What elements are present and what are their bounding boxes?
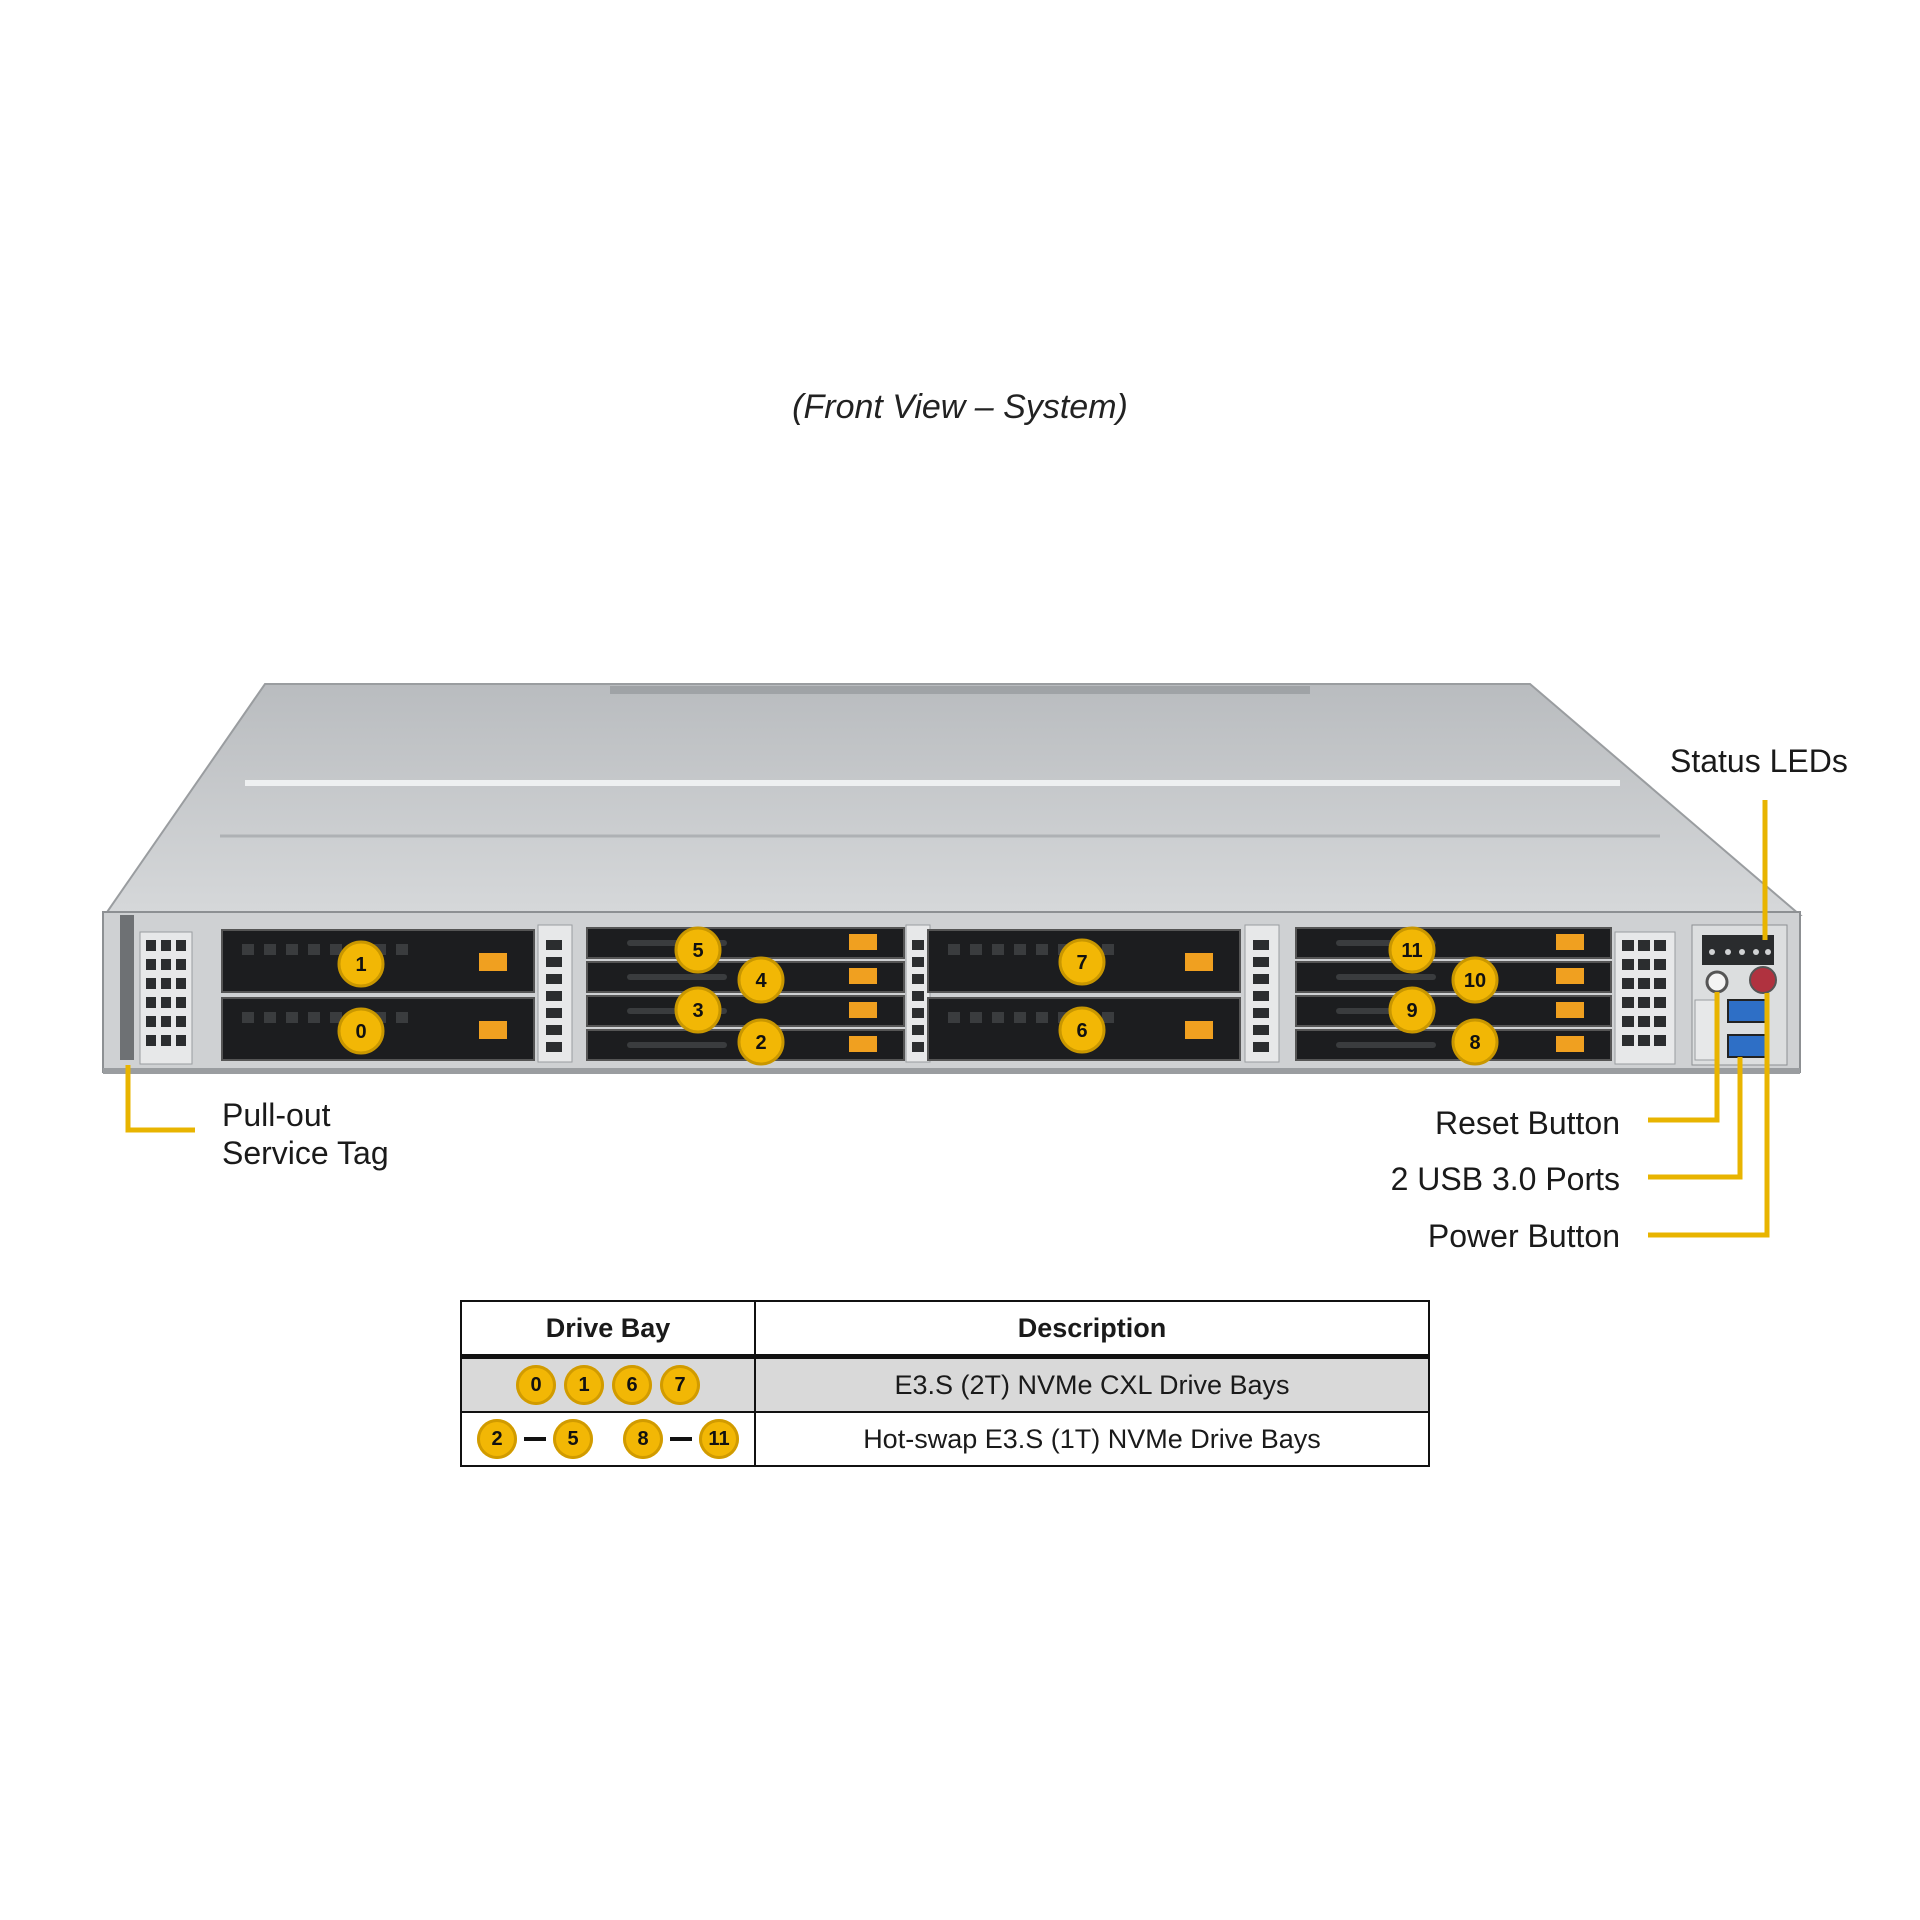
label-status-leds: Status LEDs	[1670, 743, 1848, 779]
bay-number-badge: 2	[737, 1018, 785, 1066]
vent-holes	[146, 940, 1666, 1052]
drive-carrier[interactable]	[586, 995, 905, 1027]
label-reset-button: Reset Button	[1435, 1105, 1620, 1141]
bay-badge: 1	[564, 1365, 604, 1405]
label-power-button: Power Button	[1427, 1218, 1620, 1254]
drive-carrier[interactable]	[1295, 995, 1612, 1027]
svg-text:10: 10	[1464, 970, 1486, 992]
svg-text:4: 4	[755, 970, 767, 992]
label-pull-out: Pull-out Service Tag	[222, 1096, 389, 1172]
bay-number-badge: 4	[737, 956, 785, 1004]
svg-text:6: 6	[1076, 1020, 1087, 1042]
svg-text:9: 9	[1406, 1000, 1417, 1022]
description-cell: E3.S (2T) NVMe CXL Drive Bays	[754, 1355, 1430, 1413]
callout-usb	[1648, 1057, 1743, 1180]
svg-text:0: 0	[355, 1021, 366, 1043]
bay-badge: 11	[699, 1419, 739, 1459]
usb-port-2	[1727, 1034, 1769, 1058]
drive-carrier[interactable]	[586, 927, 905, 959]
figure-caption: (Front View – System)	[792, 388, 1128, 426]
svg-text:7: 7	[1076, 952, 1087, 974]
range-dash	[670, 1437, 692, 1441]
drive-carrier[interactable]	[1295, 927, 1612, 959]
bay-number-badge: 6	[1058, 1006, 1106, 1054]
table-row: 0 1 6 7 E3.S (2T) NVMe CXL Drive Bays	[460, 1355, 1430, 1413]
bay-number-badge: 0	[337, 1007, 385, 1055]
reset-button	[1705, 970, 1729, 994]
svg-text:8: 8	[1469, 1032, 1480, 1054]
description-cell: Hot-swap E3.S (1T) NVMe Drive Bays	[754, 1411, 1430, 1467]
callout-reset	[1648, 992, 1720, 1123]
bay-number-badge: 11	[1388, 926, 1436, 974]
bay-cell: 0 1 6 7	[460, 1355, 756, 1413]
bay-badge: 8	[623, 1419, 663, 1459]
svg-text:1: 1	[355, 954, 366, 976]
range-dash	[524, 1437, 546, 1441]
bay-number-badge: 7	[1058, 938, 1106, 986]
bay-number-badge: 1	[337, 940, 385, 988]
power-button	[1749, 966, 1777, 994]
bay-badge: 5	[553, 1419, 593, 1459]
bay-number-badge: 3	[674, 986, 722, 1034]
label-usb-ports: 2 USB 3.0 Ports	[1390, 1161, 1620, 1197]
label-pull-out-line2: Service Tag	[222, 1135, 389, 1171]
label-pull-out-line1: Pull-out	[222, 1097, 331, 1133]
svg-text:2: 2	[755, 1032, 766, 1054]
table-row: 2 5 8 11 Hot-swap E3.S (1T) NVMe Drive B…	[460, 1411, 1430, 1467]
callout-power	[1648, 993, 1770, 1238]
callout-service-tag	[125, 1065, 195, 1133]
usb-port-1	[1727, 999, 1769, 1023]
bay-cell: 2 5 8 11	[460, 1411, 756, 1467]
bay-badge: 6	[612, 1365, 652, 1405]
chassis-top	[103, 683, 1803, 916]
service-tag	[120, 915, 134, 1060]
svg-text:11: 11	[1401, 940, 1422, 962]
bay-number-badge: 8	[1451, 1018, 1499, 1066]
bay-badge: 2	[477, 1419, 517, 1459]
bay-number-badge: 9	[1388, 986, 1436, 1034]
bay-number-badge: 10	[1451, 956, 1499, 1004]
drive-bay-table: Drive Bay Description 0 1 6 7 E3.S (2T) …	[460, 1300, 1430, 1467]
svg-text:5: 5	[692, 940, 703, 962]
header-description: Description	[754, 1300, 1430, 1359]
svg-text:3: 3	[692, 1000, 703, 1022]
bay-number-badge: 5	[674, 926, 722, 974]
bay-badge: 7	[660, 1365, 700, 1405]
bay-badge: 0	[516, 1365, 556, 1405]
header-drive-bay: Drive Bay	[460, 1300, 756, 1359]
